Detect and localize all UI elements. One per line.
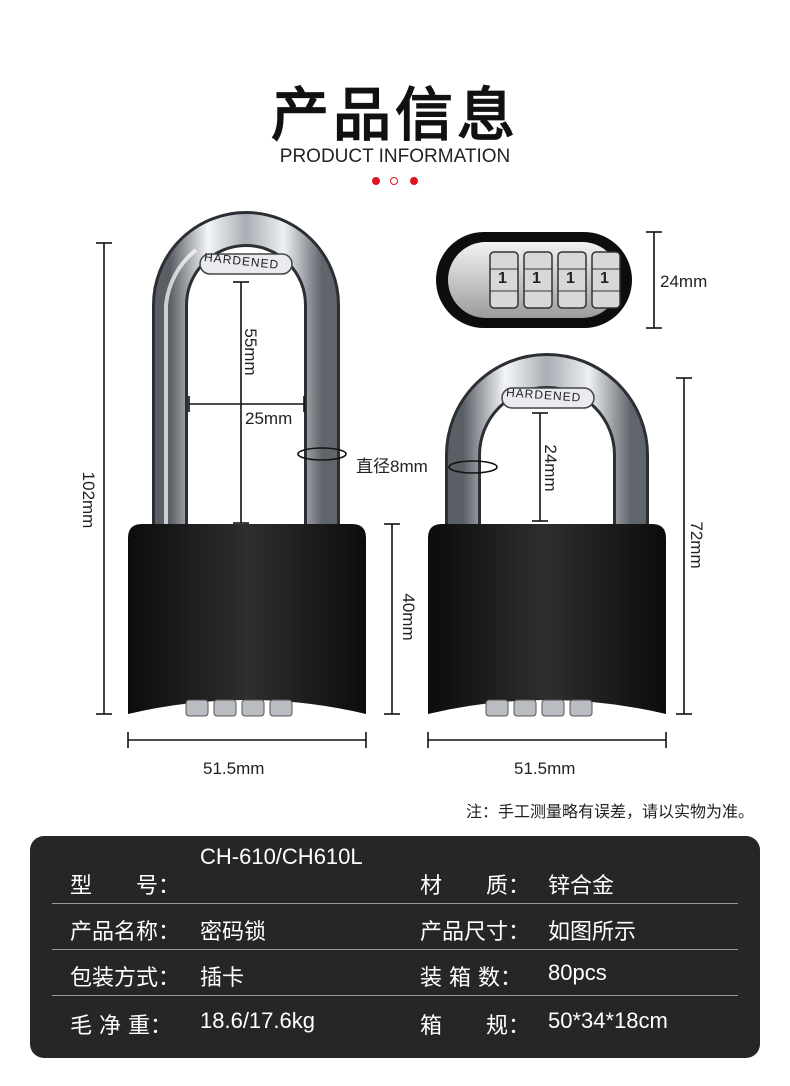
dim-long-body-width: 51.5mm [203,759,265,778]
page-subtitle: PRODUCT INFORMATION [279,146,511,167]
dim-long-total-height: 102mm [79,471,98,529]
dim-short-body-width: 51.5mm [514,759,576,778]
dim-dial-height: 24mm [660,272,708,291]
spec-row: 型 号： CH-610/CH610L 材 质： 锌合金 [52,836,738,904]
spec-label: 箱 规： [420,1014,531,1039]
row-divider [52,903,738,904]
spec-label: 毛 净 重： [70,1014,172,1039]
dial-digit: 1 [498,270,507,287]
decorative-dots [372,177,418,187]
row-divider [52,949,738,950]
padlock-drawing [96,211,692,748]
spec-value: 密码锁 [200,920,267,945]
spec-panel: 型 号： CH-610/CH610L 材 质： 锌合金 产品名称： 密码锁 产品… [30,836,760,1058]
measurement-note: 注：手工测量略有误差，请以实物为准。 [465,802,754,821]
spec-label: 型 号： [70,874,181,899]
dim-shackle-diameter: 直径8mm [356,457,428,476]
spec-row: 毛 净 重： 18.6/17.6kg 箱 规： 50*34*18cm [52,996,738,1042]
spec-label: 产品名称： [70,920,181,945]
dim-long-shackle-height: 55mm [241,328,260,376]
spec-label: 产品尺寸： [420,920,531,945]
dim-short-shackle-height: 24mm [541,444,560,492]
spec-label: 包装方式： [70,966,181,991]
dimension-lines [96,231,692,748]
dot-icon [410,177,418,185]
long-lock [128,211,366,717]
dial-digit: 1 [532,270,541,287]
dim-short-total-height: 72mm [687,521,706,569]
spec-row: 产品名称： 密码锁 产品尺寸： 如图所示 [52,904,738,950]
dot-hollow-icon [390,177,398,185]
spec-row: 包装方式： 插卡 装 箱 数： 80pcs [52,950,738,996]
dial-face [436,232,632,328]
spec-value: 插卡 [200,966,245,991]
row-divider [52,995,738,996]
spec-value: 80pcs [548,960,607,985]
spec-value: 锌合金 [548,874,615,899]
dim-shackle-inner-width: 25mm [245,409,293,428]
dial-digit: 1 [600,270,609,287]
dot-icon [372,177,380,185]
dim-body-height: 40mm [399,593,418,641]
dial-digit: 1 [566,270,575,287]
short-lock [428,353,666,717]
spec-label: 材 质： [420,874,531,899]
spec-label: 装 箱 数： [420,966,522,991]
spec-value: CH-610/CH610L [200,844,363,869]
spec-value: 50*34*18cm [548,1008,668,1033]
spec-value: 如图所示 [548,920,637,945]
spec-value: 18.6/17.6kg [200,1008,315,1033]
page-title: 产品信息 [270,81,519,149]
